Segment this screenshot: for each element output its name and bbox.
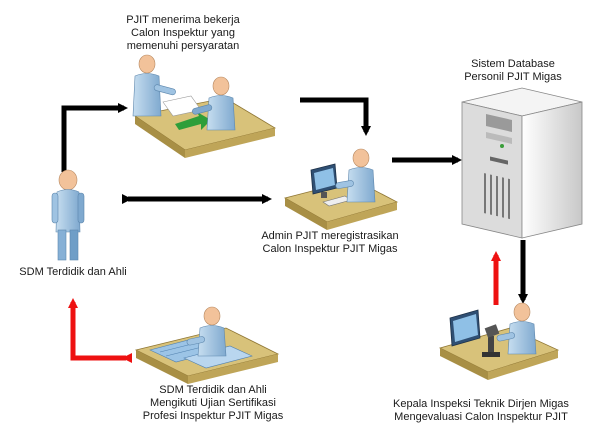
exam-desk-icon [134,306,280,384]
label-line: Calon Inspektur PJIT Migas [262,243,398,255]
label-pjit-accept: PJIT menerima bekerja Calon Inspektur ya… [103,14,263,53]
person-icon [51,169,85,261]
label-line: Admin PJIT meregistrasikan [261,230,399,242]
label-database: Sistem Database Personil PJIT Migas [438,58,588,84]
label-line: Calon Inspektur yang [131,27,235,39]
evaluator-desk-icon [438,302,560,380]
arrow-exam-to-sdm [68,298,132,363]
label-line: memenuhi persyaratan [126,40,240,52]
arrow-pjit-to-admin [300,97,371,136]
label-line: Mengikuti Ujian Sertifikasi [150,397,276,409]
label-exam: SDM Terdidik dan Ahli Mengikuti Ujian Se… [118,384,308,423]
label-line: Mengevaluasi Calon Inspektur PJIT [394,411,568,423]
computer-desk-icon [283,148,399,230]
label-line: Sistem Database [471,58,555,70]
server-icon [461,87,583,239]
label-line: PJIT menerima bekerja [126,14,240,26]
label-line: Kepala Inspeksi Teknik Dirjen Migas [393,398,569,410]
label-line: Profesi Inspektur PJIT Migas [142,410,284,422]
label-line: SDM Terdidik dan Ahli [19,266,127,278]
label-sdm: SDM Terdidik dan Ahli [8,266,138,279]
desk-meeting-icon [132,54,277,158]
arrow-sdm-to-pjit [61,103,128,172]
label-line: Personil PJIT Migas [464,71,562,83]
label-kepala: Kepala Inspeksi Teknik Dirjen Migas Meng… [372,398,590,424]
label-line: SDM Terdidik dan Ahli [159,384,267,396]
label-admin: Admin PJIT meregistrasikan Calon Inspekt… [240,230,420,256]
